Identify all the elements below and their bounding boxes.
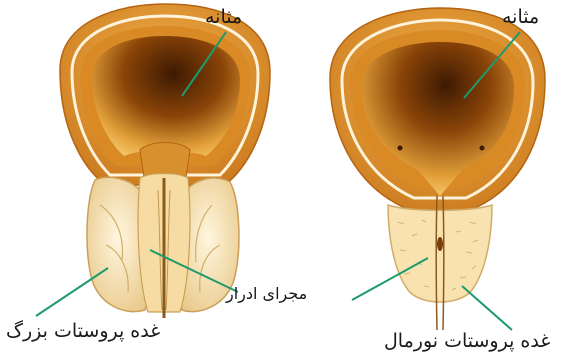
prostate-normal [388, 196, 492, 330]
label-enlarged-prostate: غده پروستات بزرگ [6, 320, 160, 342]
normal-prostate-illustration [330, 8, 545, 330]
label-normal-prostate: غده پروستات نورمال [384, 330, 550, 352]
label-urethra: مجرای ادرار [226, 284, 307, 303]
enlarged-prostate-illustration [60, 4, 270, 318]
label-bladder-left: مثانه [205, 6, 242, 28]
label-bladder-right: مثانه [502, 6, 539, 28]
prostate-lobes-enlarged [87, 174, 239, 319]
leader-prostate-normal [462, 286, 512, 330]
